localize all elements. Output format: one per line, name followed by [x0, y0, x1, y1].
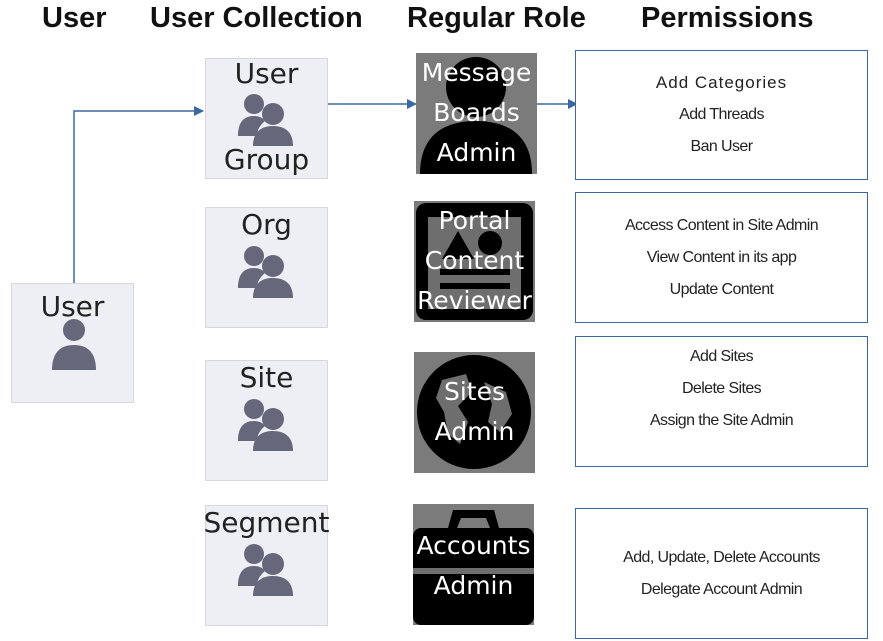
people-icon [238, 246, 293, 298]
permission-item: Ban User [690, 138, 754, 155]
collection-label-line: Group [223, 143, 310, 176]
role-sites-admin: Sites Admin [414, 352, 535, 473]
role-message-boards-admin: Message Boards Admin [416, 53, 537, 174]
user-box-label: User [40, 290, 105, 323]
header-user-collection: User Collection [150, 2, 363, 34]
people-icon [238, 399, 293, 451]
permissions-box-message-boards: Add Categories Add Threads Ban User [575, 50, 868, 180]
permissions-box-accounts-admin: Add, Update, Delete Accounts Delegate Ac… [575, 508, 868, 639]
header-user: User [42, 2, 107, 34]
role-line: Message [421, 58, 532, 87]
header-permissions: Permissions [641, 2, 814, 34]
collection-label-line: Segment [203, 506, 330, 539]
collection-segment: Segment [204, 505, 330, 626]
permission-item: Update Content [669, 280, 774, 298]
permissions-box-content-reviewer: Access Content in Site Admin View Conten… [575, 192, 868, 323]
collection-label-line: Site [239, 361, 294, 394]
role-line: Admin [434, 417, 515, 446]
permission-item: Add Threads [679, 106, 764, 123]
collection-label-line: User [234, 57, 299, 90]
role-line: Portal [438, 206, 511, 235]
user-admin-icon [420, 57, 532, 174]
permission-item: Assign the Site Admin [649, 412, 794, 429]
permissions-box-sites-admin: Add Sites Delete Sites Assign the Site A… [575, 336, 868, 467]
permission-item: Add Sites [689, 348, 754, 365]
briefcase-icon [413, 510, 534, 625]
collection-label-line: Org [241, 208, 292, 241]
person-icon [52, 319, 96, 370]
permission-item: Delegate Account Admin [640, 580, 803, 598]
role-line: Admin [433, 571, 514, 600]
permission-item: Access Content in Site Admin [624, 216, 819, 234]
globe-icon [417, 355, 531, 469]
role-line: Boards [433, 98, 520, 127]
permission-item: Add, Update, Delete Accounts [623, 548, 820, 566]
role-line: Accounts [416, 531, 531, 560]
people-icon [238, 544, 293, 596]
header-regular-role: Regular Role [407, 2, 586, 34]
document-icon [416, 203, 533, 320]
people-icon [238, 94, 293, 146]
role-portal-content-reviewer: Portal Content Reviewer [414, 201, 535, 322]
collection-org: Org [205, 207, 328, 328]
permission-item: View Content in its app [646, 248, 797, 266]
role-line: Admin [436, 138, 517, 167]
permission-item: Delete Sites [681, 380, 762, 397]
role-line: Content [424, 246, 525, 275]
collection-site: Site [205, 360, 328, 481]
role-line: Sites [443, 377, 506, 406]
permission-item: Add Categories [655, 73, 788, 92]
role-accounts-admin: Accounts Admin [413, 504, 534, 625]
collection-user-group: User Group [205, 57, 328, 179]
role-line: Reviewer [417, 286, 532, 315]
user-box: User [11, 283, 134, 403]
arrow-user-to-group [73, 106, 204, 283]
